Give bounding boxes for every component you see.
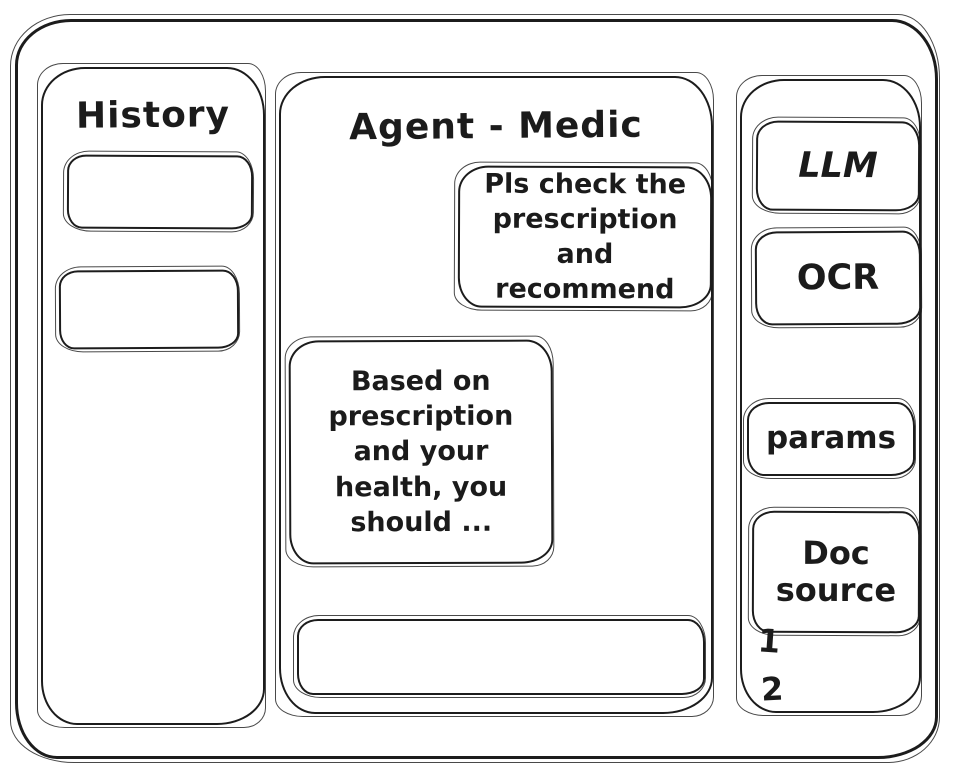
assistant-message-bubble: Based on prescription and your health, y… xyxy=(288,339,554,565)
chat-title: Agent - Medic xyxy=(349,104,643,149)
params-button[interactable]: params xyxy=(743,398,916,479)
llm-button[interactable]: LLM xyxy=(755,120,921,212)
history-item-2[interactable] xyxy=(58,269,240,350)
history-item-1[interactable] xyxy=(66,154,254,230)
history-title: History xyxy=(75,94,231,137)
doc-source-button[interactable]: Doc source xyxy=(751,510,921,634)
doc-source-item-1[interactable]: 1 xyxy=(756,621,782,661)
history-sidebar: History xyxy=(37,63,266,728)
user-message-bubble: Pls check the prescription and recommend xyxy=(457,165,713,309)
app-window-frame: History Agent - Medic Pls check the pres… xyxy=(10,14,940,763)
user-message-text: Pls check the prescription and recommend xyxy=(484,168,687,306)
assistant-message-text: Based on prescription and your health, y… xyxy=(328,366,514,538)
doc-source-item-2[interactable]: 2 xyxy=(760,669,785,709)
ocr-button[interactable]: OCR xyxy=(754,230,922,326)
message-input-bar xyxy=(293,615,706,698)
chat-panel: Agent - Medic Pls check the prescription… xyxy=(275,72,714,717)
tools-sidebar: LLM OCR params Doc source 1 2 xyxy=(736,75,922,716)
message-input[interactable] xyxy=(299,621,703,693)
